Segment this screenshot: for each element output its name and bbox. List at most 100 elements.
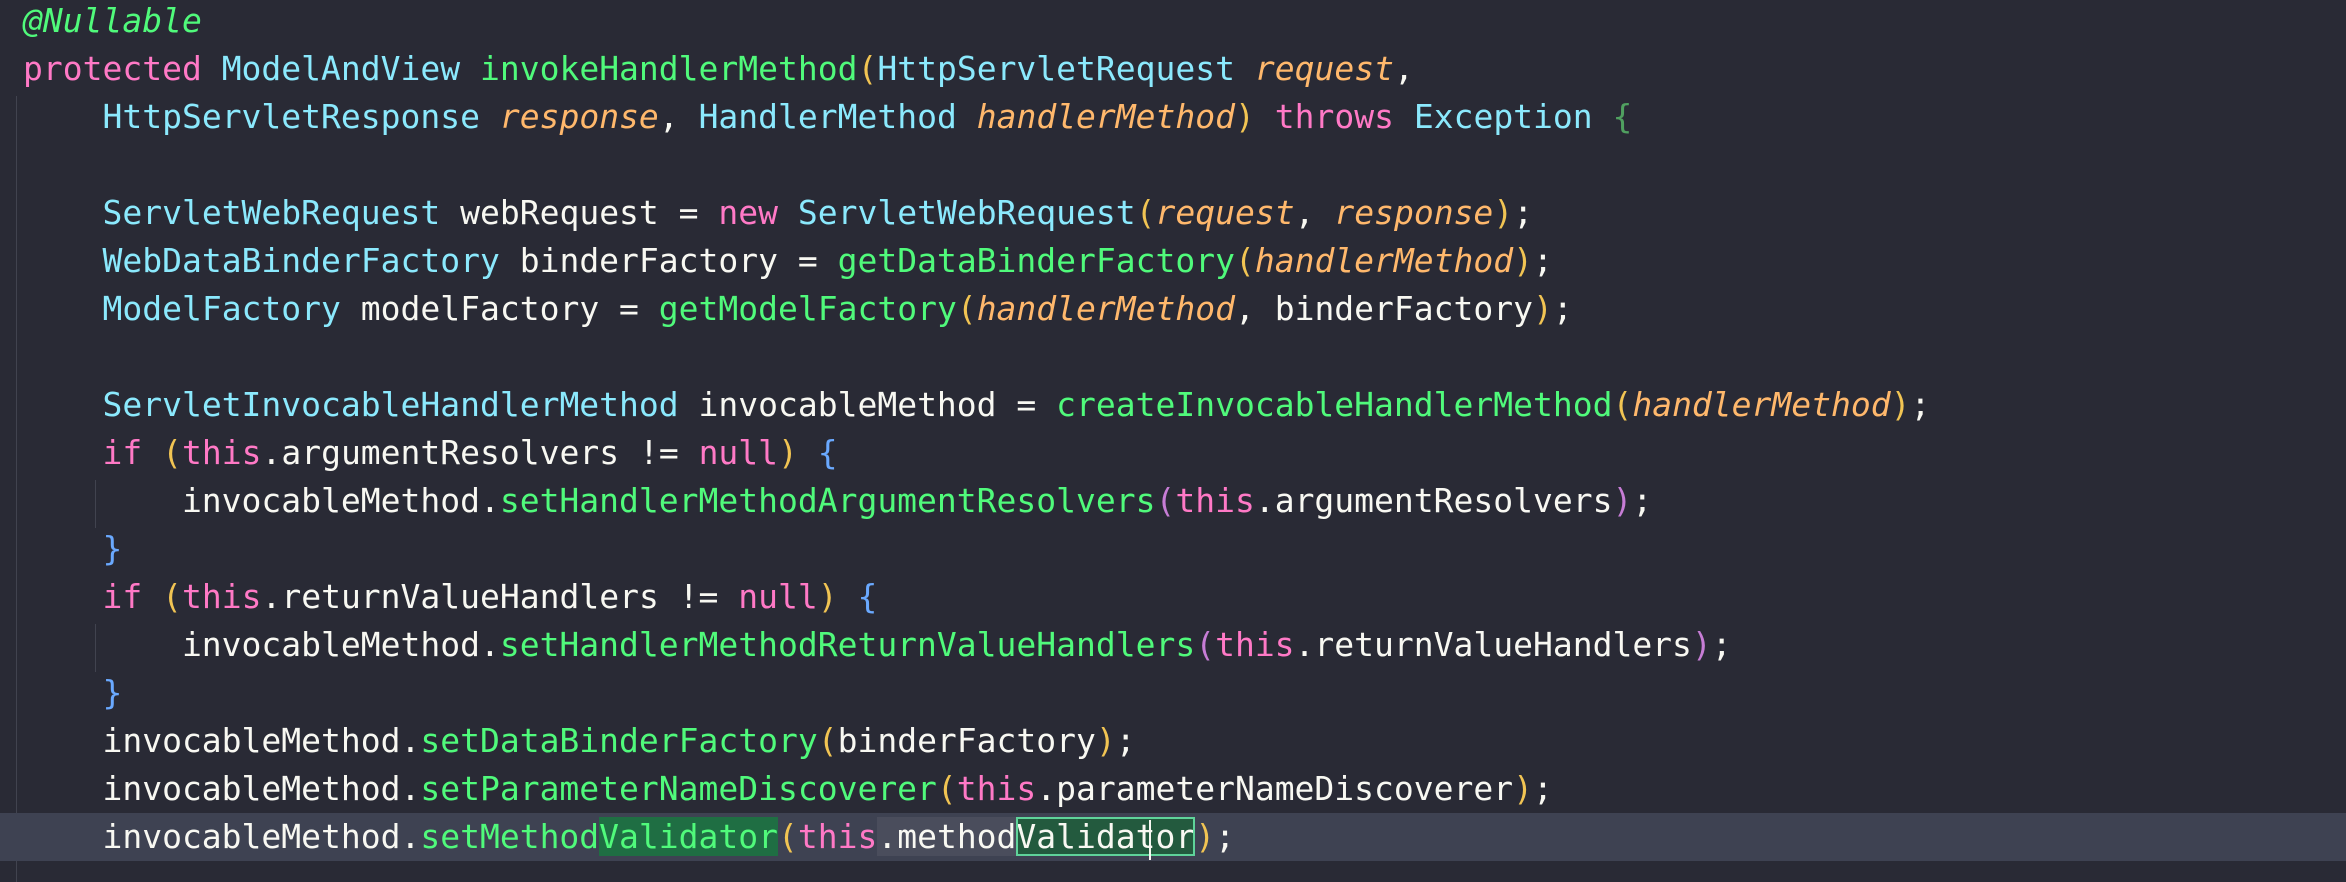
code-token: this	[956, 769, 1037, 808]
code-token: if	[102, 577, 143, 616]
code-token: )	[1691, 625, 1712, 664]
code-token: handlerMethod	[976, 97, 1235, 136]
code-line[interactable]: HttpServletResponse response, HandlerMet…	[0, 93, 2346, 141]
code-token: new	[718, 193, 779, 232]
code-line[interactable]	[0, 141, 2346, 189]
code-token: this	[181, 433, 262, 472]
code-token: handlerMethod	[1632, 385, 1891, 424]
code-token: HttpServletRequest	[877, 49, 1235, 88]
code-line[interactable]: invocableMethod.setParameterNameDiscover…	[0, 765, 2346, 813]
code-token: )	[1532, 289, 1553, 328]
code-token: setParameterNameDiscoverer	[420, 769, 937, 808]
code-token: invocableMethod.	[23, 721, 421, 760]
code-token	[23, 385, 102, 424]
indent-guide-if-block-2	[95, 624, 96, 672]
code-token: binderFactory =	[499, 241, 838, 280]
code-token: (	[1234, 241, 1255, 280]
code-token: invocableMethod.	[23, 817, 421, 856]
code-token: ServletWebRequest	[797, 193, 1136, 232]
code-token: )	[1095, 721, 1116, 760]
code-token: ModelAndView	[221, 49, 461, 88]
code-token	[23, 289, 102, 328]
code-token: request	[1155, 193, 1295, 232]
code-token: response	[499, 97, 659, 136]
code-token: )	[1493, 193, 1514, 232]
code-line[interactable]: ServletWebRequest webRequest = new Servl…	[0, 189, 2346, 237]
code-token: ServletWebRequest	[102, 193, 441, 232]
code-token: .argumentResolvers	[1254, 481, 1613, 520]
code-token: (	[162, 433, 182, 472]
code-token: {	[817, 433, 838, 472]
code-token	[957, 97, 977, 136]
code-token: )	[1513, 769, 1533, 808]
code-token	[838, 577, 858, 616]
indent-guide-method-body	[16, 96, 17, 882]
code-token: setHandlerMethodArgumentResolvers	[499, 481, 1156, 520]
code-line[interactable]: invocableMethod.setMethodValidator(this.…	[0, 813, 2346, 861]
code-token: this	[181, 577, 262, 616]
code-token: )	[1513, 241, 1533, 280]
code-token: ;	[1910, 385, 1931, 424]
code-token: Exception	[1413, 97, 1593, 136]
code-token: setDataBinderFactory	[420, 721, 818, 760]
code-line[interactable]: }	[0, 525, 2346, 573]
code-token: setMethod	[420, 817, 600, 856]
code-token: (	[936, 769, 957, 808]
code-token: ;	[1711, 625, 1732, 664]
code-token: protected	[23, 49, 202, 88]
code-token: modelFactory =	[340, 289, 659, 328]
code-line[interactable]	[0, 333, 2346, 381]
code-token	[1394, 97, 1414, 136]
code-token: (	[857, 49, 878, 88]
code-token: response	[1334, 193, 1494, 232]
code-token: ModelFactory	[102, 289, 341, 328]
code-token: (	[1135, 193, 1156, 232]
code-line[interactable]: ServletInvocableHandlerMethod invocableM…	[0, 381, 2346, 429]
code-line[interactable]: @Nullable	[0, 0, 2346, 45]
code-token	[23, 433, 102, 472]
code-token: Validator	[599, 817, 778, 856]
code-token	[142, 433, 162, 472]
code-line[interactable]: WebDataBinderFactory binderFactory = get…	[0, 237, 2346, 285]
code-token	[1593, 97, 1613, 136]
code-line[interactable]: invocableMethod.setHandlerMethodArgument…	[0, 477, 2346, 525]
code-token: .argumentResolvers !=	[261, 433, 699, 472]
code-token: }	[102, 529, 123, 568]
text-caret	[1149, 820, 1151, 860]
code-token: invocableMethod.	[23, 481, 500, 520]
code-line[interactable]: invocableMethod.setHandlerMethodReturnVa…	[0, 621, 2346, 669]
code-line[interactable]: ModelFactory modelFactory = getModelFact…	[0, 285, 2346, 333]
code-token: .method	[877, 817, 1017, 856]
code-line[interactable]: }	[0, 669, 2346, 717]
code-token: (	[777, 817, 798, 856]
code-token	[1235, 49, 1255, 88]
code-token: (	[1155, 481, 1176, 520]
code-token: webRequest =	[440, 193, 719, 232]
code-token: )	[1235, 97, 1255, 136]
code-token	[778, 193, 798, 232]
code-token: this	[1175, 481, 1255, 520]
code-token	[23, 97, 102, 136]
code-token: (	[817, 721, 838, 760]
code-token: handlerMethod	[976, 289, 1235, 328]
code-token: )	[778, 433, 798, 472]
code-token	[23, 577, 102, 616]
code-token: ,	[1393, 49, 1414, 88]
code-token	[23, 673, 102, 712]
code-token: createInvocableHandlerMethod	[1056, 385, 1613, 424]
code-token: .returnValueHandlers !=	[261, 577, 739, 616]
code-token: invocableMethod.	[23, 769, 421, 808]
code-token: (	[1612, 385, 1633, 424]
code-token: ;	[1532, 769, 1553, 808]
code-token: {	[857, 577, 878, 616]
code-line[interactable]: if (this.returnValueHandlers != null) {	[0, 573, 2346, 621]
code-line[interactable]: invocableMethod.setDataBinderFactory(bin…	[0, 717, 2346, 765]
code-token: null	[738, 577, 818, 616]
code-line[interactable]: if (this.argumentResolvers != null) {	[0, 429, 2346, 477]
code-line[interactable]: protected ModelAndView invokeHandlerMeth…	[0, 45, 2346, 93]
code-token: (	[162, 577, 182, 616]
code-token: throws	[1274, 97, 1394, 136]
code-token: getDataBinderFactory	[837, 241, 1235, 280]
code-token: this	[1215, 625, 1295, 664]
